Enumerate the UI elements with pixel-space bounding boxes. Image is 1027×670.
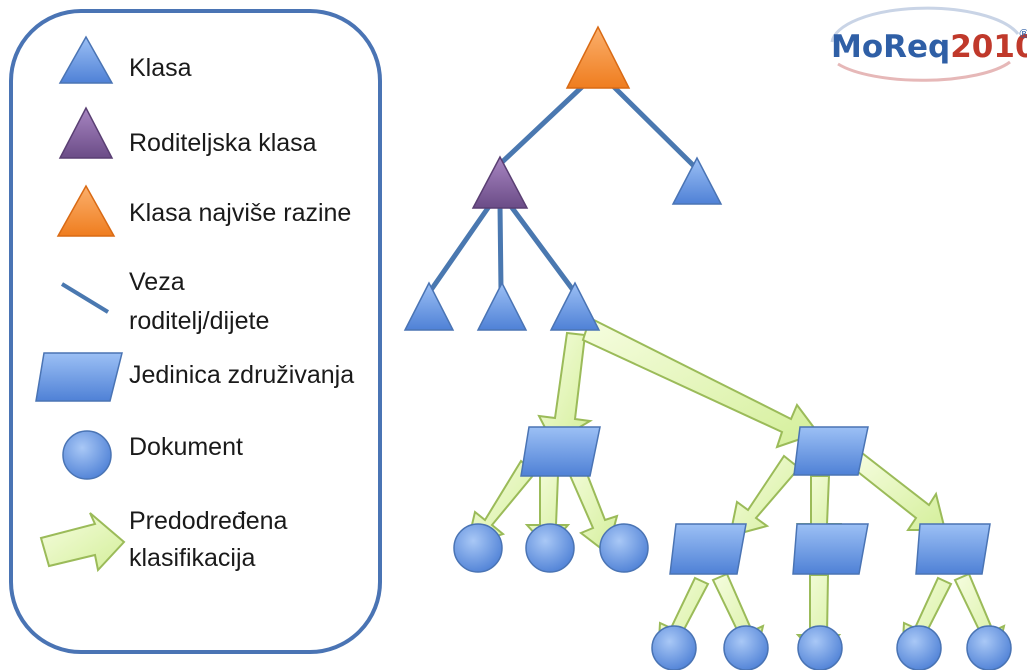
aggregation-node <box>793 426 869 476</box>
class-node <box>476 281 528 331</box>
edge <box>496 82 587 168</box>
classification-arrow <box>581 316 820 449</box>
legend-label-jedinica-zdruzivanja: Jedinica združivanja <box>129 361 354 389</box>
legend-label-roditelj-dijete: roditelj/dijete <box>129 307 269 335</box>
legend-label-roditeljska-klasa: Roditeljska klasa <box>129 129 317 157</box>
legend-label-veza: Veza <box>129 268 185 296</box>
green-arrow-icon <box>39 512 126 573</box>
class-node <box>549 281 601 331</box>
top-level-class-node <box>565 25 631 89</box>
classification-arrow <box>728 454 801 538</box>
legend-label-dokument: Dokument <box>129 433 243 461</box>
legend-label-klasifikacija: klasifikacija <box>129 544 256 572</box>
logo-text-moreq: MoReq2010 <box>831 29 1027 65</box>
edge <box>507 202 576 293</box>
document-nodes <box>453 523 1012 670</box>
aggregation-node <box>792 523 869 575</box>
legend-label-klasa-najvise-razine: Klasa najviše razine <box>129 199 351 227</box>
aggregation-node <box>669 523 747 575</box>
aggregation-node <box>915 523 991 575</box>
classification-arrow <box>851 451 947 531</box>
legend-label-predodredena: Predodređena <box>129 507 288 535</box>
aggregation-node <box>520 426 601 477</box>
logo-registered-mark: ® <box>1018 27 1027 41</box>
class-node <box>403 281 455 331</box>
blue-circle-icon <box>62 430 112 480</box>
blue-triangle-icon <box>58 35 114 84</box>
legend-box <box>9 9 382 654</box>
edge <box>497 202 504 293</box>
document-node <box>651 625 697 670</box>
document-node <box>453 523 503 573</box>
tree-edges <box>428 82 701 293</box>
class-node <box>671 156 723 205</box>
document-node <box>797 625 843 670</box>
document-node <box>599 523 649 573</box>
purple-triangle-icon <box>58 106 114 159</box>
document-node <box>896 625 942 670</box>
document-node <box>723 625 769 670</box>
parent-class-node <box>471 155 529 209</box>
blue-parallelogram-icon <box>35 352 123 402</box>
classification-arrows <box>465 316 1006 662</box>
document-node <box>525 523 575 573</box>
moreq2010-logo: MoReq2010 ® <box>830 6 1027 82</box>
orange-triangle-icon <box>56 184 116 237</box>
edge <box>609 82 701 173</box>
edge <box>428 202 493 293</box>
document-node <box>966 625 1012 670</box>
legend-label-klasa: Klasa <box>129 54 192 82</box>
blue-line-icon <box>60 282 110 314</box>
